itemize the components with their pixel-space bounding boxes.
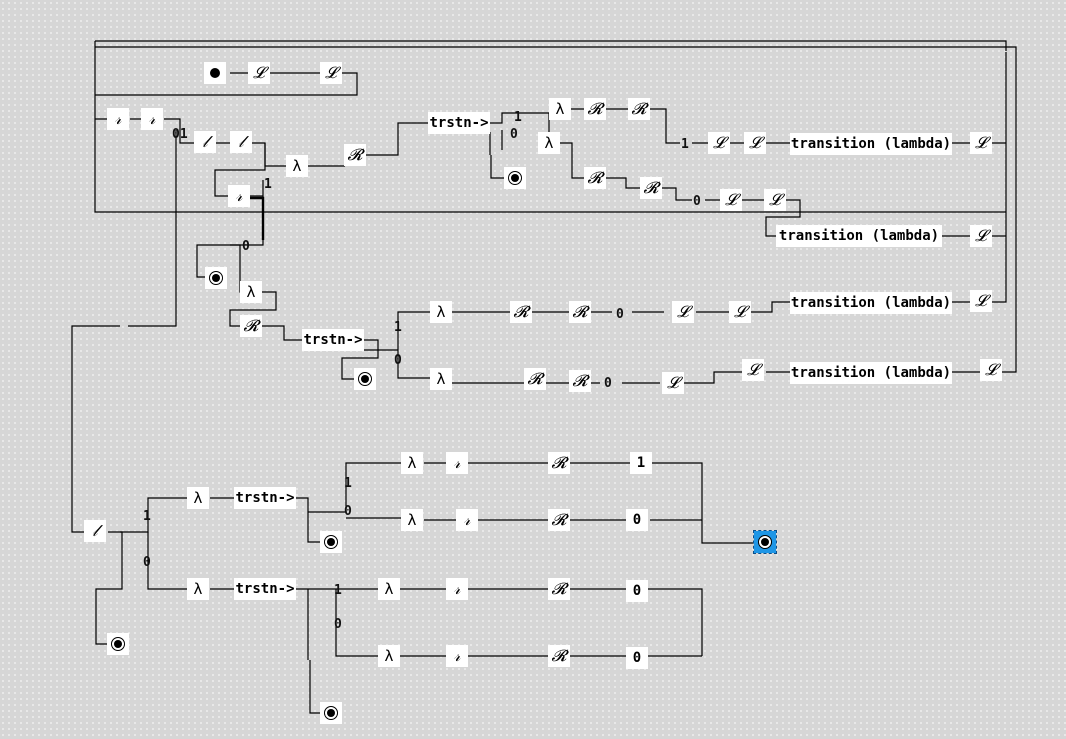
node-R-10[interactable]: 𝓡 <box>569 370 591 392</box>
node-lambda-3[interactable]: λ <box>538 132 560 154</box>
node-l-small-2[interactable]: 𝓁 <box>230 131 252 153</box>
node-r-7[interactable]: 𝓇 <box>446 645 468 667</box>
node-L-4[interactable]: 𝓛 <box>744 132 766 154</box>
end-terminal-5[interactable] <box>320 531 342 553</box>
node-r-6[interactable]: 𝓇 <box>446 578 468 600</box>
node-lambda-4[interactable]: λ <box>240 281 262 303</box>
node-L-9[interactable]: 𝓛 <box>672 301 694 323</box>
node-L-11[interactable]: 𝓛 <box>970 290 992 312</box>
node-r-3[interactable]: 𝓇 <box>228 185 250 207</box>
node-l-small-1[interactable]: 𝓁 <box>194 131 216 153</box>
node-R-1[interactable]: 𝓡 <box>344 144 366 166</box>
node-R-3[interactable]: 𝓡 <box>628 98 650 120</box>
node-lambda-1[interactable]: λ <box>286 155 308 177</box>
filled-dot-icon <box>210 68 220 78</box>
node-R-9[interactable]: 𝓡 <box>524 368 546 390</box>
node-transition-1[interactable]: transition (lambda) <box>790 133 952 155</box>
end-terminal-6[interactable] <box>320 702 342 724</box>
node-trstn-2[interactable]: trstn-> <box>302 329 364 351</box>
end-circle-icon <box>209 271 223 285</box>
node-R-13[interactable]: 𝓡 <box>548 578 570 600</box>
node-lambda-12[interactable]: λ <box>378 645 400 667</box>
node-l-small-3[interactable]: 𝓁 <box>84 520 106 542</box>
node-zero-2[interactable]: 0 <box>626 580 648 602</box>
node-R-2[interactable]: 𝓡 <box>584 98 606 120</box>
node-lambda-9[interactable]: λ <box>401 509 423 531</box>
node-R-4[interactable]: 𝓡 <box>584 167 606 189</box>
node-trstn-3[interactable]: trstn-> <box>234 487 296 509</box>
end-terminal-4[interactable] <box>107 633 129 655</box>
end-terminal-3[interactable] <box>354 368 376 390</box>
final-terminal-selected[interactable] <box>753 530 777 554</box>
node-l-1[interactable]: 𝓛 <box>248 62 270 84</box>
node-one-1[interactable]: 1 <box>630 452 652 474</box>
node-r-5[interactable]: 𝓇 <box>456 509 478 531</box>
node-R-5[interactable]: 𝓡 <box>640 177 662 199</box>
node-lambda-5[interactable]: λ <box>430 301 452 323</box>
start-terminal[interactable] <box>204 62 226 84</box>
node-r-2[interactable]: 𝓇 <box>141 108 163 130</box>
node-r-1[interactable]: 𝓇 <box>107 108 129 130</box>
node-lambda-7[interactable]: λ <box>187 487 209 509</box>
node-L-14[interactable]: 𝓛 <box>980 359 1002 381</box>
node-trstn-1[interactable]: trstn-> <box>428 112 490 134</box>
node-lambda-2[interactable]: λ <box>549 98 571 120</box>
node-R-6[interactable]: 𝓡 <box>240 315 262 337</box>
end-terminal-2[interactable] <box>205 267 227 289</box>
node-lambda-6[interactable]: λ <box>430 368 452 390</box>
end-circle-icon <box>358 372 372 386</box>
node-R-7[interactable]: 𝓡 <box>510 301 532 323</box>
node-zero-1[interactable]: 0 <box>626 509 648 531</box>
node-transition-3[interactable]: transition (lambda) <box>790 292 952 314</box>
end-circle-icon <box>324 535 338 549</box>
node-lambda-10[interactable]: λ <box>187 578 209 600</box>
end-circle-icon <box>111 637 125 651</box>
node-zero-3[interactable]: 0 <box>626 647 648 669</box>
node-L-12[interactable]: 𝓛 <box>662 372 684 394</box>
node-L-3[interactable]: 𝓛 <box>708 132 730 154</box>
node-L-5[interactable]: 𝓛 <box>970 132 992 154</box>
node-trstn-4[interactable]: trstn-> <box>234 578 296 600</box>
node-R-12[interactable]: 𝓡 <box>548 509 570 531</box>
node-transition-2[interactable]: transition (lambda) <box>776 225 942 247</box>
node-L-10[interactable]: 𝓛 <box>729 301 751 323</box>
node-l-2[interactable]: 𝓛 <box>320 62 342 84</box>
node-R-14[interactable]: 𝓡 <box>548 645 570 667</box>
node-lambda-11[interactable]: λ <box>378 578 400 600</box>
node-L-7[interactable]: 𝓛 <box>764 189 786 211</box>
end-circle-icon <box>508 171 522 185</box>
node-R-8[interactable]: 𝓡 <box>569 301 591 323</box>
node-L-8[interactable]: 𝓛 <box>970 225 992 247</box>
node-L-6[interactable]: 𝓛 <box>720 189 742 211</box>
end-terminal-1[interactable] <box>504 167 526 189</box>
node-L-13[interactable]: 𝓛 <box>742 359 764 381</box>
node-transition-4[interactable]: transition (lambda) <box>790 362 952 384</box>
end-circle-icon <box>758 535 772 549</box>
node-R-11[interactable]: 𝓡 <box>548 452 570 474</box>
end-circle-icon <box>324 706 338 720</box>
node-lambda-8[interactable]: λ <box>401 452 423 474</box>
node-r-4[interactable]: 𝓇 <box>446 452 468 474</box>
